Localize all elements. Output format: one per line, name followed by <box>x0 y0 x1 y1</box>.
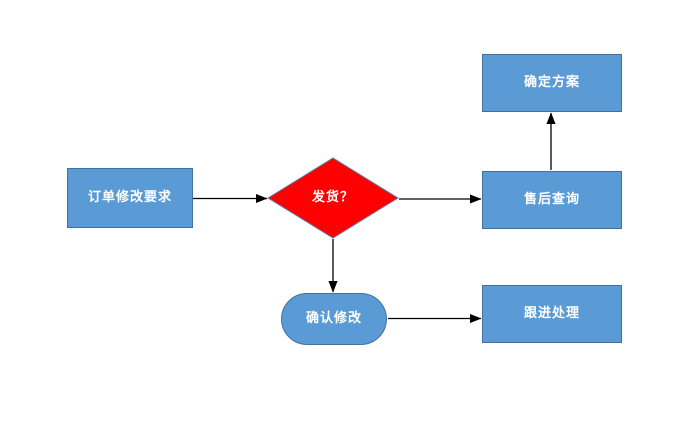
node-shipped-decision-label: 发货？ <box>311 190 354 206</box>
node-order-request-label: 订单修改要求 <box>87 190 172 206</box>
node-confirm-plan: 确定方案 <box>482 54 622 112</box>
node-order-request: 订单修改要求 <box>67 168 193 228</box>
node-follow-up: 跟进处理 <box>482 285 622 343</box>
node-follow-up-label: 跟进处理 <box>523 306 580 322</box>
node-aftersales-query-label: 售后查询 <box>523 192 580 208</box>
node-confirm-modify-label: 确认修改 <box>305 311 362 327</box>
decision-diamond-shape <box>267 157 399 239</box>
node-aftersales-query: 售后查询 <box>482 171 622 229</box>
node-confirm-modify: 确认修改 <box>281 293 387 345</box>
node-confirm-plan-label: 确定方案 <box>523 75 580 91</box>
node-shipped-decision: 发货？ <box>283 186 383 210</box>
